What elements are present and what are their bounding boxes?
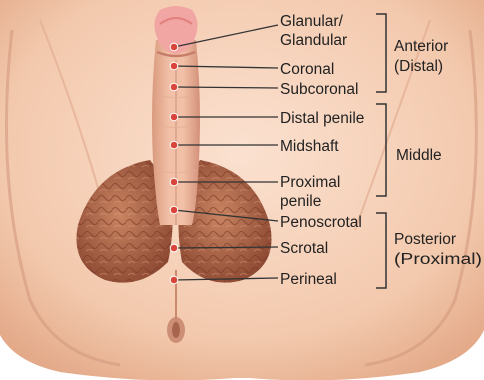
group-middle: Middle [396,147,442,164]
dot-midshaft [170,141,178,149]
label-scrotal: Scrotal [280,240,328,257]
label-coronal: Coronal [280,61,334,78]
label-midshaft: Midshaft [280,138,339,155]
dot-glanular [170,43,178,51]
dot-perineal [170,276,178,284]
group-posterior-line2: (Proximal) [394,251,482,268]
dot-proximal-penile [170,178,178,186]
label-distal-penile: Distal penile [280,110,364,127]
group-posterior-line1: Posterior [394,231,456,248]
label-penile: penile [280,193,321,210]
dot-coronal [170,62,178,70]
group-anterior-line2: (Distal) [394,58,443,75]
group-anterior-line1: Anterior [394,38,448,55]
label-glandular: Glandular [280,32,347,49]
dot-subcoronal [170,83,178,91]
dot-scrotal [170,244,178,252]
dot-distal-penile [170,113,178,121]
label-glanular: Glanular/ [280,13,344,30]
label-proximal: Proximal [280,174,340,191]
dot-penoscrotal [170,206,178,214]
label-penoscrotal: Penoscrotal [280,214,362,231]
label-subcoronal: Subcoronal [280,81,358,98]
label-perineal: Perineal [280,271,337,288]
